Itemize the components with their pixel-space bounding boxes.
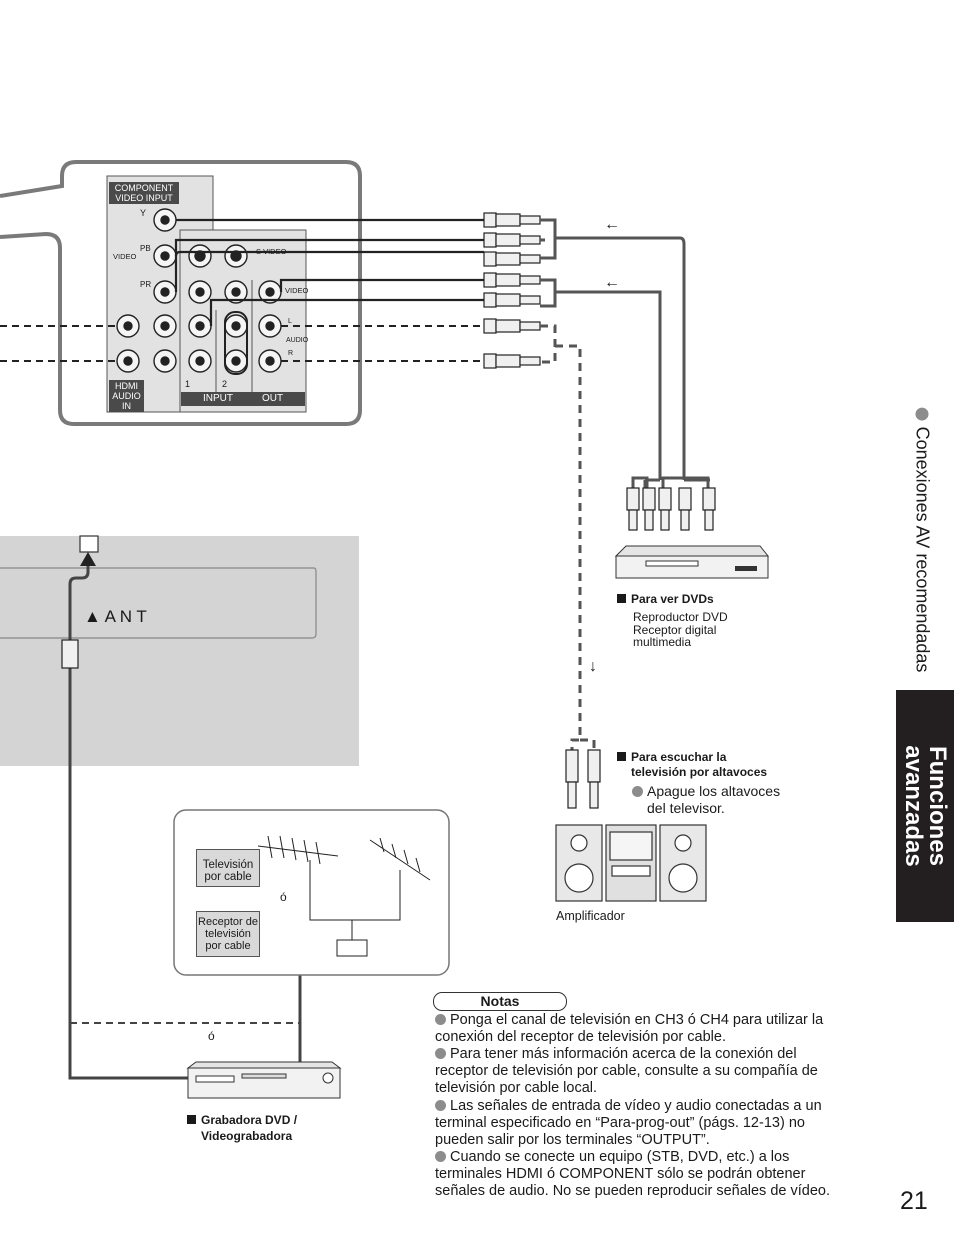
antenna-panel-bg [0, 536, 359, 766]
video-side-label: VIDEO [113, 252, 137, 261]
amplifier-label: Amplificador [556, 909, 625, 923]
note-item: Cuando se conecte un equipo (STB, DVD, e… [435, 1149, 830, 1199]
page-number: 21 [900, 1187, 928, 1215]
square-bullet-icon [617, 594, 626, 603]
dvd-description: Reproductor DVD Receptor digital multime… [633, 610, 728, 649]
input-label: INPUT [203, 393, 233, 404]
y-label: Y [140, 208, 147, 218]
left-arrow-icon: ← [604, 274, 620, 291]
bullet-icon [435, 1100, 446, 1111]
hdmi-audio-label: HDMI AUDIO IN [110, 381, 143, 411]
bullet-icon [435, 1151, 446, 1162]
pb-label: PB [140, 244, 151, 253]
bullet-icon [632, 786, 643, 797]
chapter-tab [896, 690, 954, 922]
recorder-or-label: ó [208, 1029, 215, 1043]
tv-back-panel-outline [0, 160, 362, 426]
ant-label: ▲ A N T [84, 607, 147, 626]
audio-label: AUDIO [286, 337, 309, 344]
input-2-label: 2 [222, 379, 228, 389]
notes-header: Notas [433, 992, 567, 1011]
recorder-title: Grabadora DVD / Videograbadora [187, 1112, 297, 1144]
note-item: Las señales de entrada de vídeo y audio … [435, 1098, 822, 1148]
amplifier-illustration [555, 824, 707, 902]
speaker-note: Apague los altavoces del televisor. [632, 783, 780, 817]
svideo-label: S VIDEO [256, 247, 287, 256]
chapter-tab-label: Funciones avanzadas [900, 745, 951, 867]
dvd-player-illustration [614, 545, 770, 579]
l-label: L [288, 318, 292, 325]
bullet-icon [435, 1014, 446, 1025]
speaker-section-title: Para escuchar la televisión por altavoce… [617, 751, 767, 779]
out-label: OUT [262, 393, 284, 404]
cable-tv-box: Televisión por cable [196, 849, 260, 887]
r-label: R [288, 350, 294, 357]
note-item: Para tener más información acerca de la … [435, 1046, 818, 1096]
input-1-label: 1 [185, 379, 191, 389]
video-label: VIDEO [285, 286, 309, 295]
section-title: Conexiones AV recomendadas [912, 407, 933, 672]
recorder-illustration [186, 1061, 342, 1099]
square-bullet-icon [187, 1115, 196, 1124]
cable-receiver-box: Receptor de televisión por cable [196, 911, 260, 957]
or-label: ó [280, 890, 287, 904]
note-item: Ponga el canal de televisión en CH3 ó CH… [435, 1012, 824, 1045]
down-arrow-icon: ↓ [589, 658, 597, 675]
bullet-icon [435, 1048, 446, 1059]
pr-label: PR [140, 280, 152, 289]
bullet-icon [915, 407, 929, 421]
component-video-label: COMPONENT VIDEO INPUT [110, 183, 178, 203]
dvd-section-title: Para ver DVDs [617, 593, 714, 606]
square-bullet-icon [617, 752, 626, 761]
left-arrow-icon: ← [604, 216, 620, 233]
